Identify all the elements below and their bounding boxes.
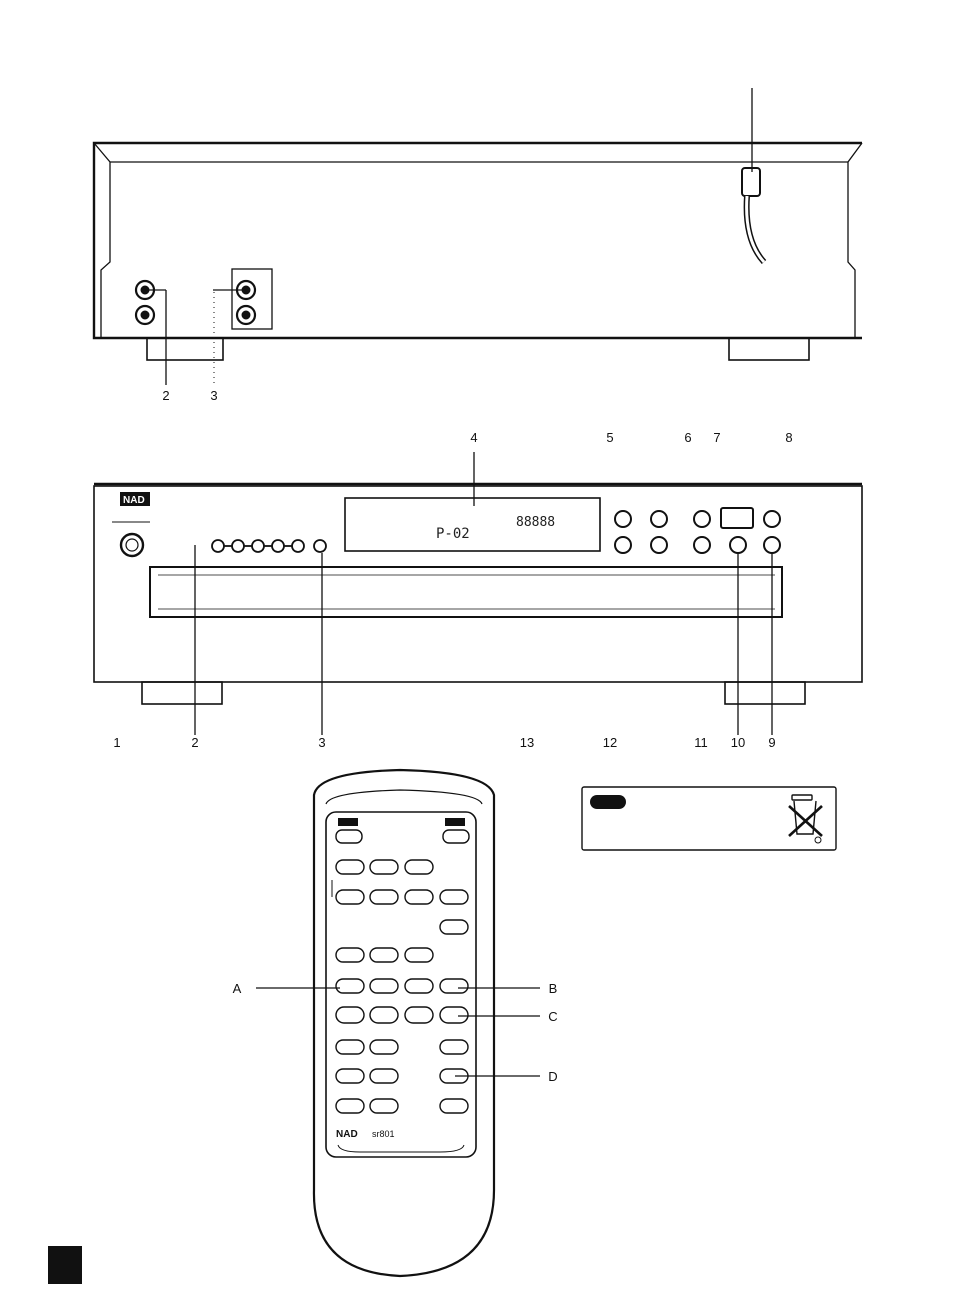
front-power-button (121, 534, 143, 556)
display-program-text: P-02 (436, 526, 470, 542)
front-callout-13: 13 (520, 735, 534, 750)
weee-bin-icon (789, 795, 822, 843)
rear-foot-left (147, 338, 223, 360)
weee-badge (590, 795, 626, 809)
display-segments: 88888 (516, 515, 555, 530)
front-callout-4: 4 (470, 430, 477, 445)
front-foot-left (142, 682, 222, 704)
front-callout-2: 2 (191, 735, 198, 750)
disc-tray (150, 567, 782, 617)
front-callout-11: 11 (694, 735, 708, 750)
front-callout-6: 6 (684, 430, 691, 445)
rear-callout-3: 3 (210, 388, 217, 403)
front-callout-5: 5 (606, 430, 613, 445)
remote-callout-d: D (548, 1069, 557, 1084)
disc-select-buttons (212, 540, 326, 552)
front-callout-10: 10 (731, 735, 745, 750)
remote-brand: NAD (336, 1129, 358, 1140)
rear-callout-2: 2 (162, 388, 169, 403)
rear-right-bevel (848, 143, 862, 338)
front-panel (94, 452, 862, 735)
transport-buttons (615, 508, 780, 553)
remote-callout-a: A (233, 981, 242, 996)
front-callout-3: 3 (318, 735, 325, 750)
front-callout-8: 8 (785, 430, 792, 445)
remote-model: sr801 (372, 1129, 395, 1139)
rear-foot-right (729, 338, 809, 360)
remote-callout-b: B (549, 981, 558, 996)
rear-panel (94, 88, 862, 385)
remote-callout-c: C (548, 1009, 557, 1024)
front-callout-12: 12 (603, 735, 617, 750)
front-chassis (94, 486, 862, 682)
front-brand-logo: NAD (123, 495, 145, 506)
front-display (345, 498, 600, 551)
rear-left-bevel (94, 143, 110, 338)
remote-control (256, 770, 540, 1276)
power-cord-clamp (742, 168, 760, 196)
rear-chassis-outline (94, 143, 862, 338)
front-callout-9: 9 (768, 735, 775, 750)
front-foot-right (725, 682, 805, 704)
front-callout-1: 1 (113, 735, 120, 750)
page-tab (48, 1246, 82, 1284)
weee-notice-box (582, 787, 836, 850)
front-callout-7: 7 (713, 430, 720, 445)
digital-out-jacks (237, 281, 255, 324)
analog-out-jacks (136, 281, 154, 324)
remote-button-panel (326, 812, 476, 1157)
